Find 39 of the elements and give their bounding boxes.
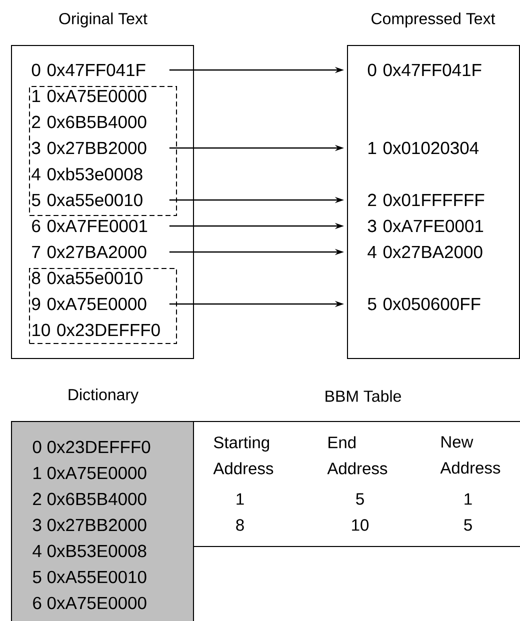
memory-entry: 5 0x050600FF [368, 298, 480, 310]
table-cell: 5 [356, 493, 364, 505]
memory-entry: 1 0x01020304 [368, 142, 479, 154]
memory-entry: 4 0x27BA2000 [368, 246, 482, 258]
table-header: Starting Address [213, 436, 274, 474]
memory-entry: 2 0x6B5B4000 [32, 116, 146, 128]
table-header: End Address [327, 436, 388, 474]
box-heading: Compressed Text [372, 12, 496, 28]
list-entry: 0 0x23DEFFF0 [32, 440, 150, 454]
list-entry: 3 0x27BB2000 [32, 518, 146, 532]
list-entry: 2 0x6B5B4000 [33, 492, 146, 506]
memory-entry: 8 0xa55e0010 [32, 272, 142, 284]
box-heading: BBM Table [326, 390, 401, 402]
memory-entry: 5 0xa55e0010 [32, 194, 142, 206]
table-cell: 8 [236, 519, 244, 531]
dashed-group-box [29, 86, 177, 216]
memory-entry: 0 0x47FF041F [32, 64, 146, 76]
table-header: New Address [440, 436, 500, 474]
memory-entry: 9 0xA75E0000 [32, 298, 146, 310]
memory-entry: 7 0x27BA2000 [32, 246, 146, 258]
memory-entry: 0 0x47FF041F [368, 64, 482, 76]
table-cell: 1 [464, 493, 472, 505]
memory-entry: 3 0x27BB2000 [32, 142, 146, 154]
memory-entry: 6 0xA7FE0001 [32, 220, 148, 232]
memory-entry: 1 0xA75E0000 [32, 90, 146, 102]
memory-entry: 2 0x01FFFFFF [368, 194, 484, 206]
table-cell: 5 [464, 519, 472, 531]
box-heading: Dictionary [68, 388, 139, 404]
list-entry: 6 0xA75E0000 [33, 596, 146, 610]
memory-entry: 3 0xA7FE0001 [368, 220, 484, 232]
list-entry: 5 0xA55E0010 [32, 570, 146, 584]
box-heading: Original Text [59, 12, 148, 28]
memory-entry: 10 0x23DEFFF0 [32, 324, 160, 336]
list-entry: 4 0xB53E0008 [32, 544, 146, 558]
memory-entry: 4 0xb53e0008 [32, 168, 142, 180]
table-cell: 1 [236, 493, 244, 505]
dashed-group-box [29, 268, 177, 344]
table-cell: 10 [352, 519, 369, 531]
list-entry: 1 0xA75E0000 [34, 466, 146, 480]
